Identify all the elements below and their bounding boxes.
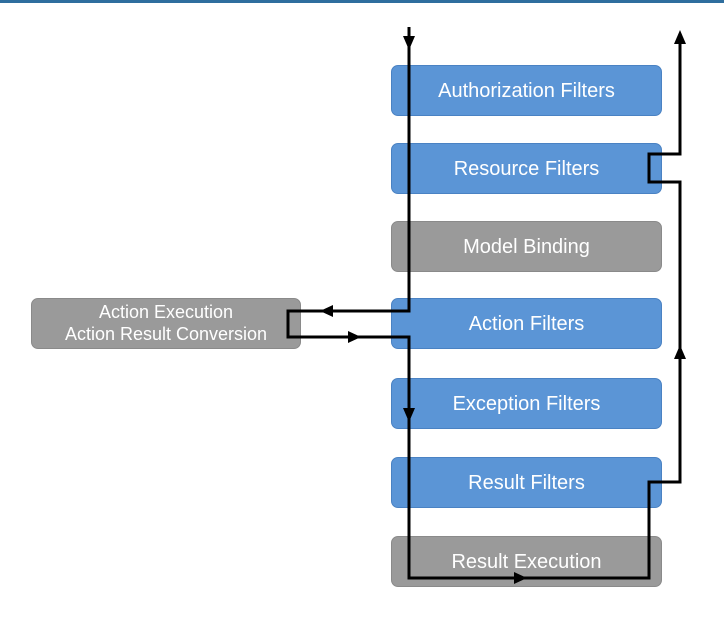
model-binding-box: Model Binding <box>391 221 662 272</box>
arrowhead-down-exception <box>403 408 415 422</box>
authorization-filters-box: Authorization Filters <box>391 65 662 116</box>
action-execution-label: Action Execution <box>98 301 234 322</box>
arrowhead-down-top <box>403 36 415 50</box>
resource-filters-box: Resource Filters <box>391 143 662 194</box>
exception-filters-box: Exception Filters <box>391 378 662 429</box>
arrowhead-left-to-action <box>320 305 333 317</box>
top-accent-bar <box>0 0 724 3</box>
result-filters-box: Result Filters <box>391 457 662 508</box>
arrowhead-up-result <box>674 345 686 359</box>
arrowhead-up-exit <box>674 30 686 44</box>
action-execution-box: Action Execution Action Result Conversio… <box>31 298 301 349</box>
action-filters-box: Action Filters <box>391 298 662 349</box>
action-result-conversion-label: Action Result Conversion <box>64 323 268 344</box>
arrowhead-right-from-action <box>348 331 361 343</box>
request-flow-line <box>286 27 682 580</box>
arrowhead-right-execution <box>514 572 527 584</box>
